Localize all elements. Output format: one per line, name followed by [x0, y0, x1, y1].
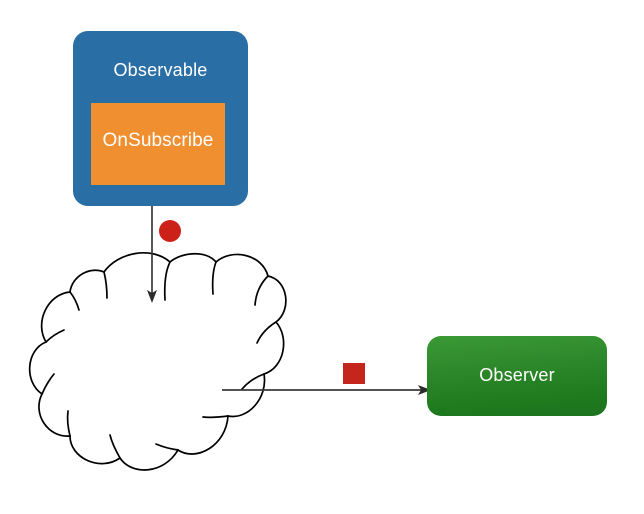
marker-red-circle: [159, 220, 181, 242]
node-onsubscribe-label: OnSubscribe: [102, 130, 214, 151]
marker-red-square: [343, 363, 365, 384]
edge-cloud-to-observer: [222, 385, 431, 395]
node-observable-label: Observable: [113, 60, 208, 80]
node-observer[interactable]: Observer: [427, 336, 607, 416]
cloud-shape: [28, 251, 287, 471]
node-observer-label: Observer: [479, 365, 555, 385]
node-onsubscribe[interactable]: OnSubscribe: [91, 103, 225, 185]
